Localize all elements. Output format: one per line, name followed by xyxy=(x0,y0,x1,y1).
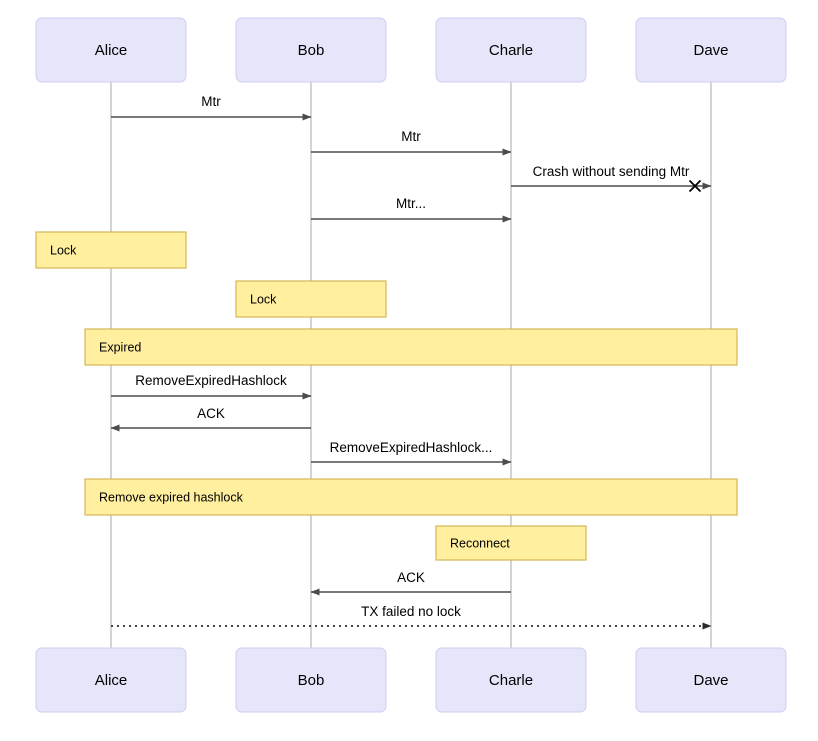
message-label-m6: ACK xyxy=(197,406,225,421)
note-box-n5[interactable] xyxy=(435,525,587,561)
note-box-n1[interactable] xyxy=(35,231,187,269)
participant-box-charle-bottom[interactable] xyxy=(435,647,587,713)
note-box-n4[interactable] xyxy=(84,478,738,516)
message-label-m7: RemoveExpiredHashlock... xyxy=(330,440,493,455)
participant-box-alice-top[interactable] xyxy=(35,17,187,83)
participant-label-dave-bottom: Dave xyxy=(693,672,728,689)
participants-bottom-group: Alice Bob Charle Dave xyxy=(35,647,787,713)
participant-label-alice-bottom: Alice xyxy=(95,672,128,689)
note-label-n1: Lock xyxy=(50,243,77,257)
message-label-m5: RemoveExpiredHashlock xyxy=(135,373,287,388)
participant-box-dave-bottom[interactable] xyxy=(635,647,787,713)
note-box-n2[interactable] xyxy=(235,280,387,318)
participant-box-alice-bottom[interactable] xyxy=(35,647,187,713)
message-label-m4: Mtr... xyxy=(396,196,426,211)
participant-label-bob-top: Bob xyxy=(298,42,325,59)
message-label-m9: TX failed no lock xyxy=(361,604,461,619)
participant-box-charle-top[interactable] xyxy=(435,17,587,83)
participant-box-dave-top[interactable] xyxy=(635,17,787,83)
note-label-n3: Expired xyxy=(99,340,141,354)
crash-x-icon xyxy=(688,179,702,193)
participant-label-charle-top: Charle xyxy=(489,42,533,59)
message-label-m8: ACK xyxy=(397,570,425,585)
message-label-m3: Crash without sending Mtr xyxy=(533,164,690,179)
participant-label-alice-top: Alice xyxy=(95,42,128,59)
participant-label-charle-bottom: Charle xyxy=(489,672,533,689)
note-label-n5: Reconnect xyxy=(450,536,510,550)
message-label-m2: Mtr xyxy=(401,129,421,144)
participant-box-bob-bottom[interactable] xyxy=(235,647,387,713)
participant-label-bob-bottom: Bob xyxy=(298,672,325,689)
note-label-n2: Lock xyxy=(250,292,277,306)
participants-top-group: Alice Bob Charle Dave xyxy=(35,17,787,83)
message-label-m1: Mtr xyxy=(201,94,221,109)
note-label-n4: Remove expired hashlock xyxy=(99,490,244,504)
participant-label-dave-top: Dave xyxy=(693,42,728,59)
note-box-n3[interactable] xyxy=(84,328,738,366)
participant-box-bob-top[interactable] xyxy=(235,17,387,83)
